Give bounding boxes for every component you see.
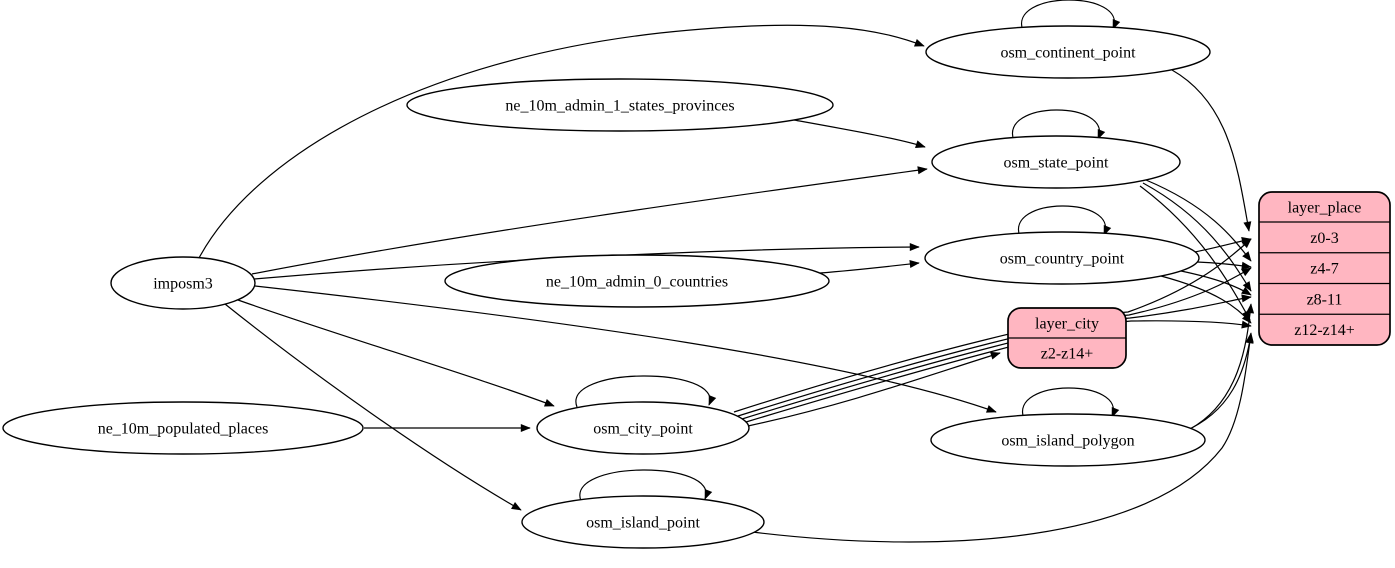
edge-osm_state_point-to-layer_place-z4-7 <box>1145 179 1252 262</box>
table-label-ne_10m_populated_places: ne_10m_populated_places <box>98 421 269 438</box>
edge-osm_state_point-to-layer_place-z12-z14+ <box>1139 185 1251 321</box>
table-node-ne_10m_admin_1_states_provinces: ne_10m_admin_1_states_provinces <box>406 78 834 132</box>
edge-osm_continent_point-to-layer_place-z0-3 <box>1171 69 1252 232</box>
table-node-imposm3: imposm3 <box>110 256 256 310</box>
table-node-osm_state_point: osm_state_point <box>931 135 1181 189</box>
table-ellipse-ne_10m_populated_places <box>2 401 364 455</box>
layer-row-layer_city-z2-z14+: z2-z14+ <box>1041 346 1094 363</box>
self-loop-osm_island_polygon <box>1021 387 1120 420</box>
table-ellipse-ne_10m_admin_0_countries <box>444 254 830 308</box>
table-node-osm_island_polygon: osm_island_polygon <box>930 413 1206 467</box>
table-label-ne_10m_admin_0_countries: ne_10m_admin_0_countries <box>546 274 728 291</box>
edge-imposm3-to-osm_city_point <box>237 299 555 407</box>
table-node-ne_10m_admin_0_countries: ne_10m_admin_0_countries <box>444 254 830 308</box>
edge-osm_country_point-to-layer_place-z12-z14+ <box>1160 275 1252 324</box>
edge-osm_country_point-to-layer_place-z8-11 <box>1180 270 1252 296</box>
table-ellipse-osm_island_polygon <box>930 413 1206 467</box>
table-node-osm_country_point: osm_country_point <box>924 231 1200 285</box>
self-loop-osm_country_point <box>1017 205 1112 238</box>
table-ellipse-imposm3 <box>110 256 256 310</box>
self-loops-layer <box>575 0 1121 502</box>
edge-osm_country_point-to-layer_place-z4-7 <box>1196 261 1252 270</box>
layer-title-layer_place: layer_place <box>1288 200 1362 217</box>
layer-row-layer_place-z0-3: z0-3 <box>1310 230 1338 247</box>
layer-row-layer_place-z4-7: z4-7 <box>1310 261 1338 278</box>
table-ellipse-ne_10m_admin_1_states_provinces <box>406 78 834 132</box>
edge-osm_island_polygon-to-layer_place-z8-11 <box>1189 303 1255 430</box>
table-label-osm_island_point: osm_island_point <box>586 515 700 532</box>
edge-imposm3-to-osm_island_polygon <box>254 285 997 413</box>
table-label-osm_state_point: osm_state_point <box>1004 155 1109 172</box>
edge-osm_island_polygon-to-layer_place-z12-z14+ <box>1182 333 1254 433</box>
edge-osm_state_point-to-layer_place-z8-11 <box>1142 182 1252 292</box>
layer-row-layer_place-z8-11: z8-11 <box>1307 291 1343 308</box>
table-node-osm_island_point: osm_island_point <box>521 495 765 549</box>
layer-node-layer_city: layer_city z2-z14+ <box>1007 307 1127 369</box>
table-ellipse-osm_island_point <box>521 495 765 549</box>
layer-box-layer_place <box>1258 191 1391 346</box>
table-label-osm_continent_point: osm_continent_point <box>1000 45 1136 62</box>
self-loop-osm_state_point <box>1011 109 1106 142</box>
self-loop-osm_island_point <box>579 469 713 502</box>
table-node-ne_10m_populated_places: ne_10m_populated_places <box>2 401 364 455</box>
self-loop-osm_city_point <box>575 375 717 408</box>
layer-row-layer_place-z12-z14+: z12-z14+ <box>1294 322 1355 339</box>
edge-osm_city_point-to-layer_city-z2-z14+ <box>747 351 1001 427</box>
table-label-osm_island_polygon: osm_island_polygon <box>1001 433 1134 450</box>
table-node-osm_continent_point: osm_continent_point <box>925 25 1211 79</box>
self-loop-osm_continent_point <box>1020 0 1121 32</box>
edge-ne_10m_admin_1_states_provinces-to-osm_state_point <box>793 119 926 149</box>
table-label-imposm3: imposm3 <box>153 276 213 293</box>
edge-ne_10m_admin_0_countries-to-osm_country_point <box>819 260 920 274</box>
table-ellipse-osm_continent_point <box>925 25 1211 79</box>
edge-osm_country_point-to-layer_place-z0-3 <box>1194 237 1252 253</box>
table-ellipse-osm_state_point <box>931 135 1181 189</box>
layer-title-layer_city: layer_city <box>1035 316 1099 333</box>
table-ellipse-osm_country_point <box>924 231 1200 285</box>
edge-imposm3-to-osm_continent_point <box>198 24 925 259</box>
nodes-layer: imposm3 ne_10m_admin_1_states_provincesne… <box>2 25 1391 549</box>
edge-imposm3-to-osm_island_point <box>224 303 522 511</box>
table-label-osm_city_point: osm_city_point <box>593 421 693 438</box>
table-label-osm_country_point: osm_country_point <box>1000 251 1125 268</box>
table-ellipse-osm_city_point <box>536 401 750 455</box>
table-node-osm_city_point: osm_city_point <box>536 401 750 455</box>
edge-osm_island_point-to-layer_place-z12-z14+ <box>751 332 1254 543</box>
layer-node-layer_place: layer_place z0-3 z4-7 z8-11 z12-z14+ <box>1258 191 1391 346</box>
edge-imposm3-to-osm_state_point <box>251 166 928 275</box>
table-label-ne_10m_admin_1_states_provinces: ne_10m_admin_1_states_provinces <box>505 98 734 115</box>
